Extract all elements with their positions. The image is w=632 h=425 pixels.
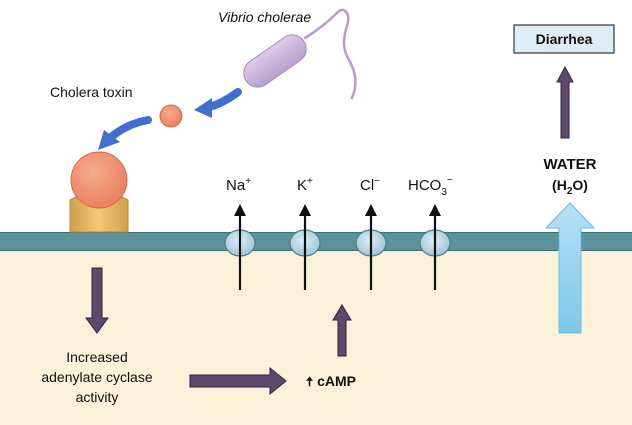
mechanism-label-line3: activity xyxy=(76,389,119,405)
ion-efflux-arrows xyxy=(234,204,441,290)
toxin-release-arrow xyxy=(194,88,242,118)
vibrio-bacterium xyxy=(243,8,357,100)
diarrhea-arrow xyxy=(556,65,574,139)
water-formula-label: (H2O) xyxy=(552,177,588,197)
organism-label: Vibrio cholerae xyxy=(218,9,311,25)
camp-to-channel-arrow xyxy=(332,304,352,357)
diarrhea-label: Diarrhea xyxy=(536,31,593,47)
ion-label-sodium: Na+ xyxy=(226,176,251,194)
receptor-signal-arrow xyxy=(85,267,109,334)
ion-label-potassium: K+ xyxy=(297,176,313,194)
flagellum xyxy=(303,8,357,100)
mechanism-label-line2: adenylate cyclase xyxy=(41,369,153,385)
water-label: WATER xyxy=(543,156,596,173)
bacterium-body xyxy=(243,34,307,88)
toxin-label: Cholera toxin xyxy=(50,84,133,100)
diarrhea-box xyxy=(513,24,615,54)
water-movement-arrow xyxy=(544,202,596,334)
camp-label: 🠅cAMP xyxy=(306,373,356,389)
ion-label-chloride: Cl− xyxy=(360,176,380,194)
bound-toxin xyxy=(70,151,128,209)
ion-label-bicarbonate: HCO3− xyxy=(408,175,453,198)
cytoplasm xyxy=(0,250,632,425)
mechanism-label-line1: Increased xyxy=(66,349,127,365)
cholera-toxin-molecule xyxy=(159,104,183,128)
cyclase-to-camp-arrow xyxy=(189,366,287,396)
toxin-binding-arrow xyxy=(98,116,152,150)
